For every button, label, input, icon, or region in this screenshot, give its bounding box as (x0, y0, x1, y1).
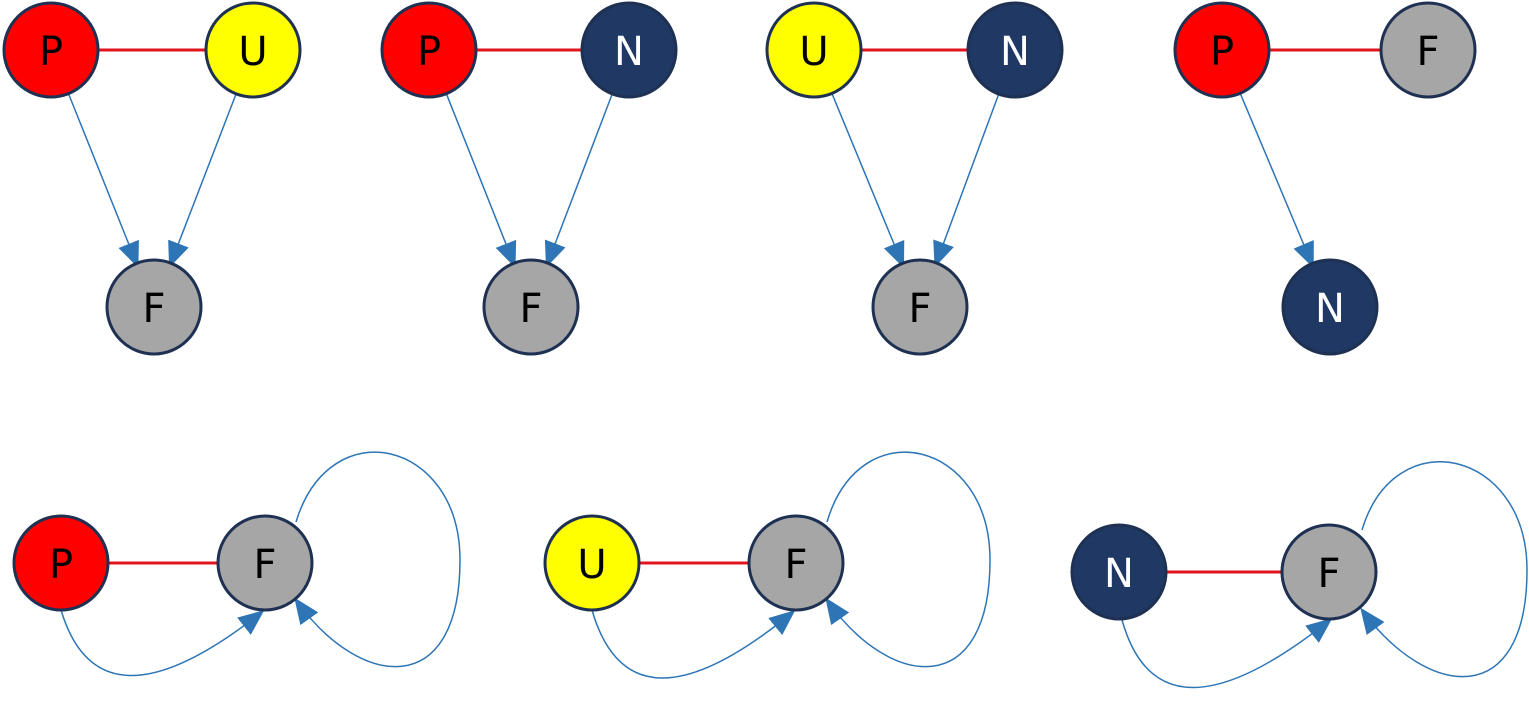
directed-edge (60, 609, 265, 677)
node-N: N (1070, 523, 1168, 621)
node-label: P (417, 29, 441, 75)
node-P: P (12, 514, 110, 612)
node-P: P (380, 1, 478, 99)
node-circle (482, 258, 580, 356)
directed-edge (591, 609, 796, 679)
node-label: U (799, 29, 828, 75)
node-circle (380, 1, 478, 99)
node-label: P (49, 542, 73, 588)
node-circle (543, 514, 641, 612)
node-circle (747, 514, 845, 612)
node-U: U (543, 514, 641, 612)
self-loop-edge (1360, 461, 1528, 678)
node-N: N (966, 1, 1064, 99)
node-label: F (253, 542, 276, 588)
node-circle (1280, 523, 1378, 621)
directed-edge (933, 93, 1000, 268)
node-circle (216, 514, 314, 612)
graph-4: P F N (1173, 1, 1477, 356)
node-circle (12, 514, 110, 612)
node-F: F (105, 258, 203, 356)
node-circle (765, 1, 863, 99)
directed-edge (67, 93, 139, 269)
directed-edge (831, 93, 905, 269)
directed-edge (1121, 618, 1333, 689)
node-label: F (142, 286, 165, 332)
self-loop-edge (294, 451, 461, 668)
graph-1: P U F (2, 1, 302, 356)
node-F: F (216, 514, 314, 612)
node-label: F (908, 286, 931, 332)
node-F: F (482, 258, 580, 356)
node-label: N (1000, 29, 1030, 75)
node-label: N (1104, 551, 1134, 597)
node-F: F (871, 258, 969, 356)
node-circle (1281, 258, 1379, 356)
directed-edge (544, 93, 613, 268)
node-circle (1070, 523, 1168, 621)
self-loop-edge (825, 451, 991, 668)
node-circle (966, 1, 1064, 99)
node-circle (105, 258, 203, 356)
node-label: U (577, 542, 606, 588)
node-label: N (1315, 286, 1345, 332)
node-F: F (1379, 1, 1477, 99)
node-circle (580, 1, 678, 99)
node-U: U (765, 1, 863, 99)
node-label: F (519, 286, 542, 332)
directed-edge (445, 93, 517, 268)
node-circle (871, 258, 969, 356)
node-U: U (204, 1, 302, 99)
node-label: N (614, 29, 644, 75)
node-label: F (1317, 551, 1340, 597)
node-label: F (784, 542, 807, 588)
node-label: U (238, 29, 267, 75)
node-circle (1173, 1, 1271, 99)
node-circle (1379, 1, 1477, 99)
node-circle (2, 1, 100, 99)
node-circle (204, 1, 302, 99)
node-F: F (747, 514, 845, 612)
directed-edge (1239, 93, 1314, 269)
node-P: P (1173, 1, 1271, 99)
node-N: N (580, 1, 678, 99)
graph-2: P N F (380, 1, 678, 356)
graph-3: U N F (765, 1, 1064, 356)
node-P: P (2, 1, 100, 99)
node-label: P (39, 29, 63, 75)
node-F: F (1280, 523, 1378, 621)
node-label: P (1210, 29, 1234, 75)
node-label: F (1416, 29, 1439, 75)
directed-edge (168, 93, 237, 268)
node-N: N (1281, 258, 1379, 356)
